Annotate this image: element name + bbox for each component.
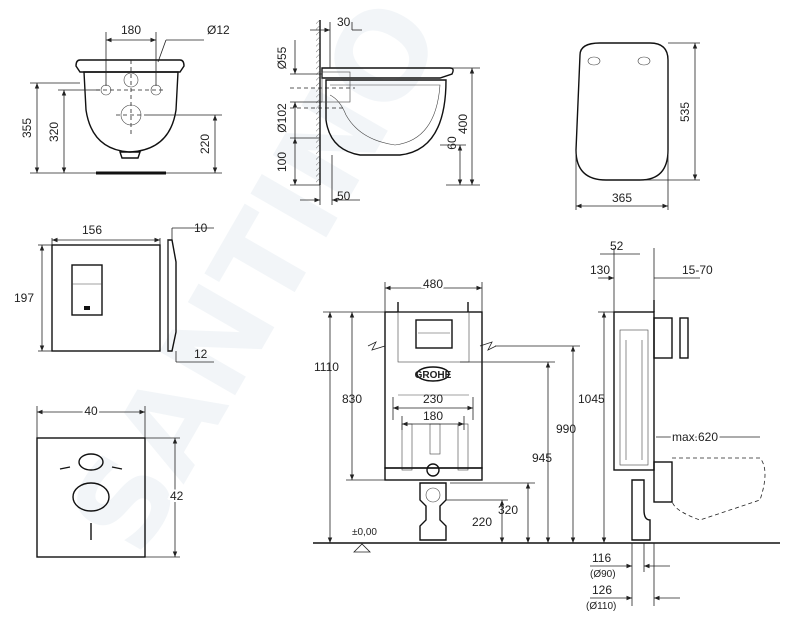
bowl-front-view	[30, 32, 222, 175]
dim-side-d55: Ø55	[275, 46, 289, 69]
dim-frame-220: 220	[472, 515, 492, 529]
dim-side-50: 50	[337, 189, 351, 203]
frame-front-view	[313, 282, 590, 553]
dim-side-100: 100	[275, 152, 289, 172]
dim-plate-10: 10	[194, 221, 208, 235]
dim-top-535: 535	[678, 102, 692, 122]
watermark: SANTINO	[45, 0, 470, 574]
dim-side-d90: (Ø90)	[590, 569, 616, 580]
dim-side-d110: (Ø110)	[586, 601, 616, 612]
dim-plate-156: 156	[82, 223, 102, 237]
dim-side-60: 60	[445, 136, 459, 150]
dim-frame-230: 230	[423, 392, 443, 406]
dim-frame-320: 320	[498, 503, 518, 517]
dim-top-365: 365	[612, 191, 632, 205]
sound-pad	[36, 406, 180, 558]
dim-side-52: 52	[610, 239, 624, 253]
dim-frame-480: 480	[423, 277, 443, 291]
dim-pad-40: 40	[84, 404, 98, 418]
dim-side-130: 130	[590, 263, 610, 277]
dim-frame-945: 945	[532, 451, 552, 465]
dim-side-d102: Ø102	[275, 103, 289, 133]
dim-side-max620: max.620	[672, 430, 718, 444]
dim-side-126: 126	[592, 583, 612, 597]
dim-front-320: 320	[47, 122, 61, 142]
dim-plate-197: 197	[14, 291, 34, 305]
dim-frame-990: 990	[556, 422, 576, 436]
dim-front-220: 220	[198, 134, 212, 154]
dim-plate-12: 12	[194, 347, 208, 361]
dim-front-d12: Ø12	[207, 23, 230, 37]
grohe-logo: GROHE	[415, 370, 452, 381]
flush-plate	[38, 227, 214, 363]
dim-frame-830: 830	[342, 392, 362, 406]
bowl-side-view	[290, 20, 480, 205]
dim-front-180: 180	[121, 23, 141, 37]
dim-frame-1110: 1110	[314, 360, 339, 374]
frame-side-view	[590, 248, 780, 606]
dim-front-355: 355	[20, 118, 34, 138]
dim-side-400: 400	[456, 114, 470, 134]
dim-pad-42: 42	[170, 489, 184, 503]
dim-side-15-70: 15-70	[682, 263, 713, 277]
dim-side-30: 30	[337, 15, 351, 29]
dim-side-116: 116	[592, 551, 611, 565]
dim-frame-180: 180	[423, 409, 443, 423]
dim-side-1045: 1045	[578, 392, 605, 406]
bowl-top-view	[575, 42, 700, 210]
floor-level: ±0,00	[352, 527, 377, 538]
